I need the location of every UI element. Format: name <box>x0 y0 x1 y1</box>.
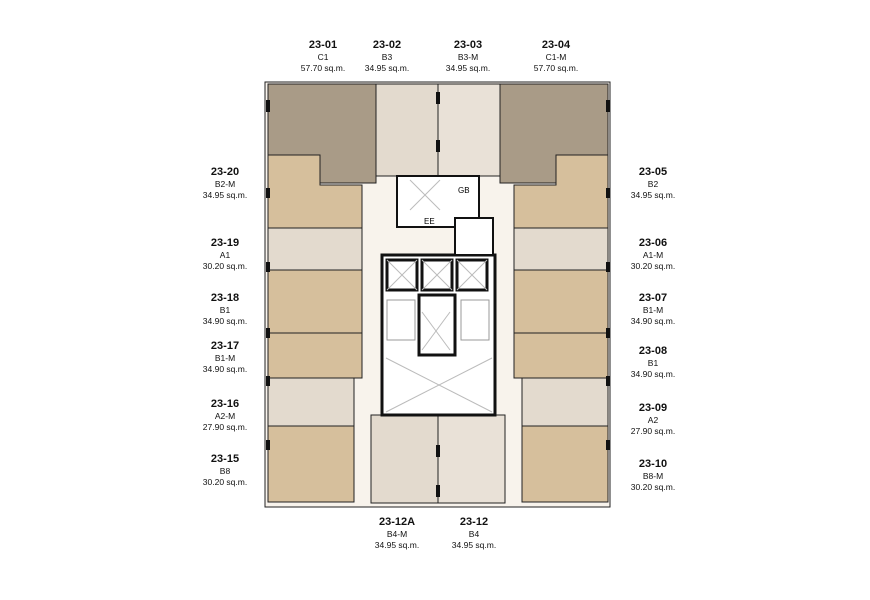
unit-number: 23-09 <box>638 402 668 414</box>
unit-type: B8 <box>219 465 231 476</box>
unit-number: 23-17 <box>210 340 240 352</box>
shaft-cross <box>409 179 441 211</box>
unit-area: 34.95 sq.m. <box>451 540 497 550</box>
unit-area: 34.95 sq.m. <box>630 190 676 200</box>
unit-area: 34.90 sq.m. <box>630 369 676 379</box>
unit-type: C1-M <box>545 51 567 62</box>
unit-23-12A[interactable] <box>370 414 439 504</box>
unit-type: B1-M <box>642 304 664 315</box>
unit-23-08[interactable] <box>513 332 609 379</box>
unit-number: 23-06 <box>638 237 668 249</box>
unit-area: 34.95 sq.m. <box>202 190 248 200</box>
gb-label: GB <box>458 186 470 195</box>
unit-area: 30.20 sq.m. <box>202 477 248 487</box>
service-room <box>454 217 494 256</box>
stair-left <box>386 299 416 341</box>
unit-area: 30.20 sq.m. <box>202 261 248 271</box>
unit-area: 34.90 sq.m. <box>202 316 248 326</box>
unit-area: 30.20 sq.m. <box>630 261 676 271</box>
unit-type: C1 <box>317 51 329 62</box>
unit-number: 23-19 <box>210 237 240 249</box>
unit-number: 23-07 <box>638 292 668 304</box>
elevator-crosses <box>385 259 493 413</box>
unit-type: B3-M <box>457 51 479 62</box>
unit-number: 23-18 <box>210 292 240 304</box>
stair-right <box>460 299 490 341</box>
unit-type: A2-M <box>214 410 236 421</box>
unit-23-07[interactable] <box>513 269 609 334</box>
unit-type: A2 <box>647 414 659 425</box>
unit-type: B1 <box>647 357 659 368</box>
unit-area: 27.90 sq.m. <box>202 422 248 432</box>
unit-number: 23-02 <box>372 39 402 51</box>
unit-type: A1 <box>219 249 231 260</box>
shaft <box>417 293 457 357</box>
unit-number: 23-20 <box>210 166 240 178</box>
unit-type: B1 <box>219 304 231 315</box>
unit-type: B3 <box>381 51 393 62</box>
unit-23-02[interactable] <box>375 83 439 177</box>
unit-area: 34.95 sq.m. <box>445 63 491 73</box>
unit-23-10[interactable] <box>521 425 609 503</box>
unit-23-17[interactable] <box>267 332 363 379</box>
unit-number: 23-08 <box>638 345 668 357</box>
unit-23-06[interactable] <box>513 227 609 271</box>
unit-23-12[interactable] <box>437 414 506 504</box>
unit-number: 23-12A <box>378 516 416 528</box>
unit-23-16[interactable] <box>267 377 355 427</box>
unit-area: 34.90 sq.m. <box>630 316 676 326</box>
unit-23-18[interactable] <box>267 269 363 334</box>
unit-23-09[interactable] <box>521 377 609 427</box>
unit-type: B1-M <box>214 352 236 363</box>
columns <box>266 92 610 497</box>
unit-area: 34.95 sq.m. <box>374 540 420 550</box>
unit-number: 23-10 <box>638 458 668 470</box>
unit-type: B2 <box>647 178 659 189</box>
unit-number: 23-01 <box>308 39 338 51</box>
unit-type: B2-M <box>214 178 236 189</box>
unit-type: B4 <box>468 528 480 539</box>
unit-number: 23-05 <box>638 166 668 178</box>
unit-23-03[interactable] <box>437 83 501 177</box>
unit-area: 57.70 sq.m. <box>533 63 579 73</box>
unit-type: B8-M <box>642 470 664 481</box>
unit-area: 34.95 sq.m. <box>364 63 410 73</box>
unit-number: 23-12 <box>459 516 489 528</box>
unit-number: 23-15 <box>210 453 240 465</box>
unit-type: B4-M <box>386 528 408 539</box>
unit-area: 34.90 sq.m. <box>202 364 248 374</box>
unit-number: 23-03 <box>453 39 483 51</box>
ee-label: EE <box>424 217 435 226</box>
unit-area: 27.90 sq.m. <box>630 426 676 436</box>
unit-number: 23-04 <box>541 39 571 51</box>
unit-area: 30.20 sq.m. <box>630 482 676 492</box>
unit-area: 57.70 sq.m. <box>300 63 346 73</box>
unit-23-19[interactable] <box>267 227 363 271</box>
unit-number: 23-16 <box>210 398 240 410</box>
unit-type: A1-M <box>642 249 664 260</box>
unit-23-15[interactable] <box>267 425 355 503</box>
